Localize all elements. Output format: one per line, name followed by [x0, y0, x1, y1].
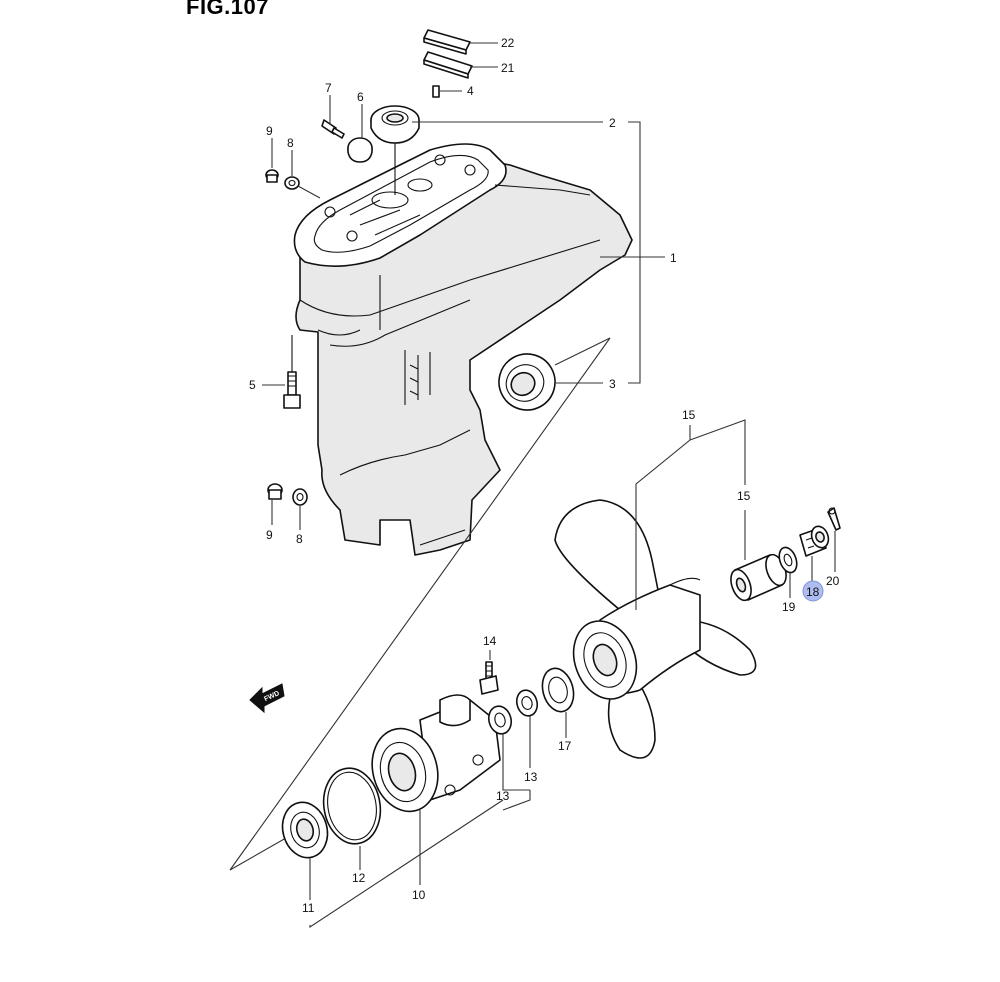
callout-14[interactable]: 14: [483, 634, 497, 648]
callout-5[interactable]: 5: [249, 378, 256, 392]
callout-7[interactable]: 7: [325, 81, 332, 95]
part-19-washer[interactable]: [776, 545, 800, 575]
part-2-bearing[interactable]: [370, 105, 420, 195]
callout-15-upper[interactable]: 15: [682, 408, 696, 422]
figure-title: FIG.107: [186, 0, 269, 19]
callout-3[interactable]: 3: [609, 377, 616, 391]
callout-labels: 22 21 4 2 1 3 7 6 9 8 5 9 8 15 15 19 18 …: [249, 36, 840, 915]
callout-8-lower[interactable]: 8: [296, 532, 303, 546]
part-14-bolt[interactable]: [479, 661, 499, 695]
callout-9-lower[interactable]: 9: [266, 528, 273, 542]
part-13-washer-b[interactable]: [514, 688, 540, 718]
callout-9-top[interactable]: 9: [266, 124, 273, 138]
gear-case-housing[interactable]: [293, 143, 633, 556]
part-22-rubber-strip[interactable]: [423, 29, 471, 55]
leader-lines: [262, 42, 836, 929]
part-11-oil-seal[interactable]: [277, 797, 334, 862]
part-18-castle-nut[interactable]: [799, 524, 831, 557]
callout-20[interactable]: 20: [826, 574, 840, 588]
callout-19[interactable]: 19: [782, 600, 796, 614]
callout-1[interactable]: 1: [670, 251, 677, 265]
part-9-bolt-top[interactable]: [265, 169, 279, 183]
callout-8-top[interactable]: 8: [287, 136, 294, 150]
callout-15-lower[interactable]: 15: [737, 489, 751, 503]
callout-18[interactable]: 18: [806, 585, 820, 599]
part-17-thrust-ring[interactable]: [538, 665, 578, 715]
part-10-bearing-housing[interactable]: [363, 694, 501, 819]
callout-21[interactable]: 21: [501, 61, 515, 75]
part-9-bolt-lower[interactable]: [267, 483, 283, 500]
part-8-washer-top[interactable]: [284, 176, 300, 190]
forward-direction-icon: FWD: [249, 683, 285, 714]
callout-17[interactable]: 17: [558, 739, 572, 753]
part-13-washer-a[interactable]: [486, 704, 514, 737]
part-7-bolt[interactable]: [321, 119, 345, 139]
callout-22[interactable]: 22: [501, 36, 515, 50]
callout-12[interactable]: 12: [352, 871, 366, 885]
highlight-marker-18: [802, 580, 824, 602]
callout-6[interactable]: 6: [357, 90, 364, 104]
callout-13-left[interactable]: 13: [496, 789, 510, 803]
callout-13-right[interactable]: 13: [524, 770, 538, 784]
part-20-cotter-pin[interactable]: [827, 507, 841, 531]
part-3-oil-seal[interactable]: [489, 344, 565, 420]
callout-2[interactable]: 2: [609, 116, 616, 130]
part-5-bolt[interactable]: [283, 335, 301, 409]
part-4-key[interactable]: [432, 85, 440, 98]
part-17-propeller[interactable]: [554, 499, 757, 759]
callout-4[interactable]: 4: [467, 84, 474, 98]
part-12-o-ring[interactable]: [318, 764, 386, 849]
callout-11[interactable]: 11: [302, 901, 315, 915]
callout-10[interactable]: 10: [412, 888, 426, 902]
part-6-bushing[interactable]: [347, 137, 373, 163]
part-21-rubber-strip[interactable]: [423, 51, 473, 79]
part-8-washer-lower[interactable]: [292, 488, 308, 506]
